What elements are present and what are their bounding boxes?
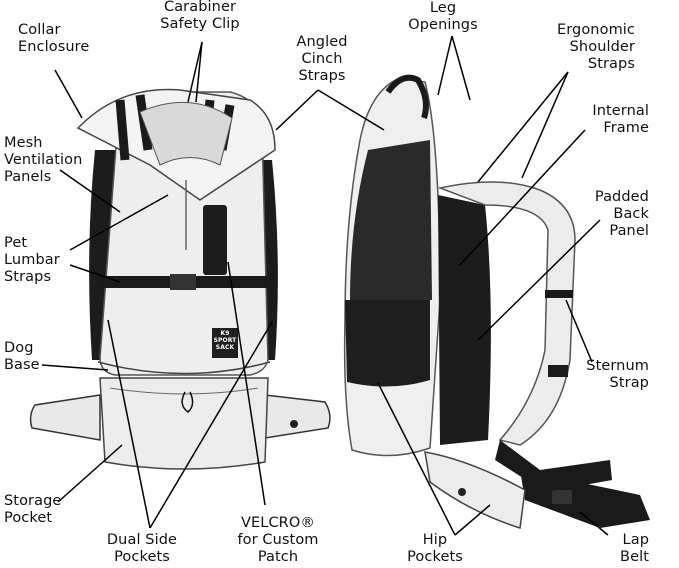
label-ergonomic-shoulder-straps: Ergonomic Shoulder Straps [556, 22, 635, 72]
leader-angled-front [275, 89, 319, 131]
label-carabiner-safety-clip: Carabiner Safety Clip [160, 0, 240, 32]
front-zipper-pull [181, 391, 194, 413]
leader-lumbar-2 [69, 264, 121, 283]
leader-lumbar-1 [69, 194, 169, 251]
label-lap-belt: Lap Belt [620, 532, 649, 565]
front-patch-badge [212, 328, 238, 358]
leader-mesh [59, 169, 121, 213]
leader-ergonomic-2 [521, 71, 569, 179]
label-angled-cinch-straps: Angled Cinch Straps [296, 34, 348, 84]
side-lower-strap [495, 440, 612, 492]
leader-hip-1 [377, 382, 456, 536]
leader-lap [579, 511, 609, 536]
leader-dualside-1 [107, 319, 151, 529]
leader-lines [41, 35, 609, 536]
leader-ergonomic-1 [477, 71, 569, 183]
label-pet-lumbar-straps: Pet Lumbar Straps [4, 235, 60, 285]
leader-sternum [565, 299, 593, 363]
front-dog-base-seam [97, 361, 271, 375]
side-back-panel [438, 195, 491, 445]
leader-internal [459, 129, 586, 266]
side-hip-button [458, 488, 466, 496]
front-right-hip-strap [264, 394, 331, 439]
front-left-hip-strap [29, 394, 101, 441]
leader-padded [477, 219, 601, 341]
label-sternum-strap: Sternum Strap [586, 358, 649, 391]
leader-angled-side [317, 89, 385, 131]
label-internal-frame: Internal Frame [592, 103, 649, 136]
leader-storage [57, 444, 123, 503]
front-lumbar-buckle [170, 274, 196, 290]
front-storage-pocket [99, 377, 269, 470]
leader-dualside-2 [149, 321, 273, 529]
side-strap-adjuster [548, 365, 568, 377]
label-padded-back-panel: Padded Back Panel [594, 189, 649, 239]
leader-leg-2 [451, 35, 471, 101]
side-lap-buckle [552, 490, 572, 504]
label-mesh-ventilation-panels: Mesh Ventilation Panels [4, 135, 83, 185]
leader-velcro [227, 261, 266, 506]
label-velcro-custom-patch: VELCRO® for Custom Patch [237, 515, 319, 565]
side-mesh-panel [350, 140, 432, 300]
side-backpack [343, 74, 650, 529]
leader-dogbase [41, 364, 109, 371]
label-leg-openings: Leg Openings [408, 0, 478, 33]
leader-carabiner-1 [187, 41, 203, 103]
leader-carabiner-2 [195, 41, 203, 103]
front-hip-button [290, 420, 298, 428]
front-velcro-strip [203, 205, 227, 275]
side-hip-pocket [424, 451, 526, 529]
side-mesh-pocket [345, 300, 430, 387]
label-collar-enclosure: Collar Enclosure [18, 22, 90, 55]
label-dog-base: Dog Base [4, 340, 40, 373]
side-top-loop [385, 74, 429, 119]
leader-collar [54, 69, 83, 119]
label-hip-pockets: Hip Pockets [407, 532, 463, 565]
patch-badge-text: K9 SPORT SACK [213, 330, 237, 351]
leader-hip-2 [454, 504, 491, 536]
front-collar-inner [139, 101, 233, 166]
side-sternum-strap [545, 290, 573, 298]
leader-leg-1 [437, 35, 453, 96]
label-storage-pocket: Storage Pocket [4, 493, 62, 526]
label-dual-side-pockets: Dual Side Pockets [106, 532, 178, 565]
